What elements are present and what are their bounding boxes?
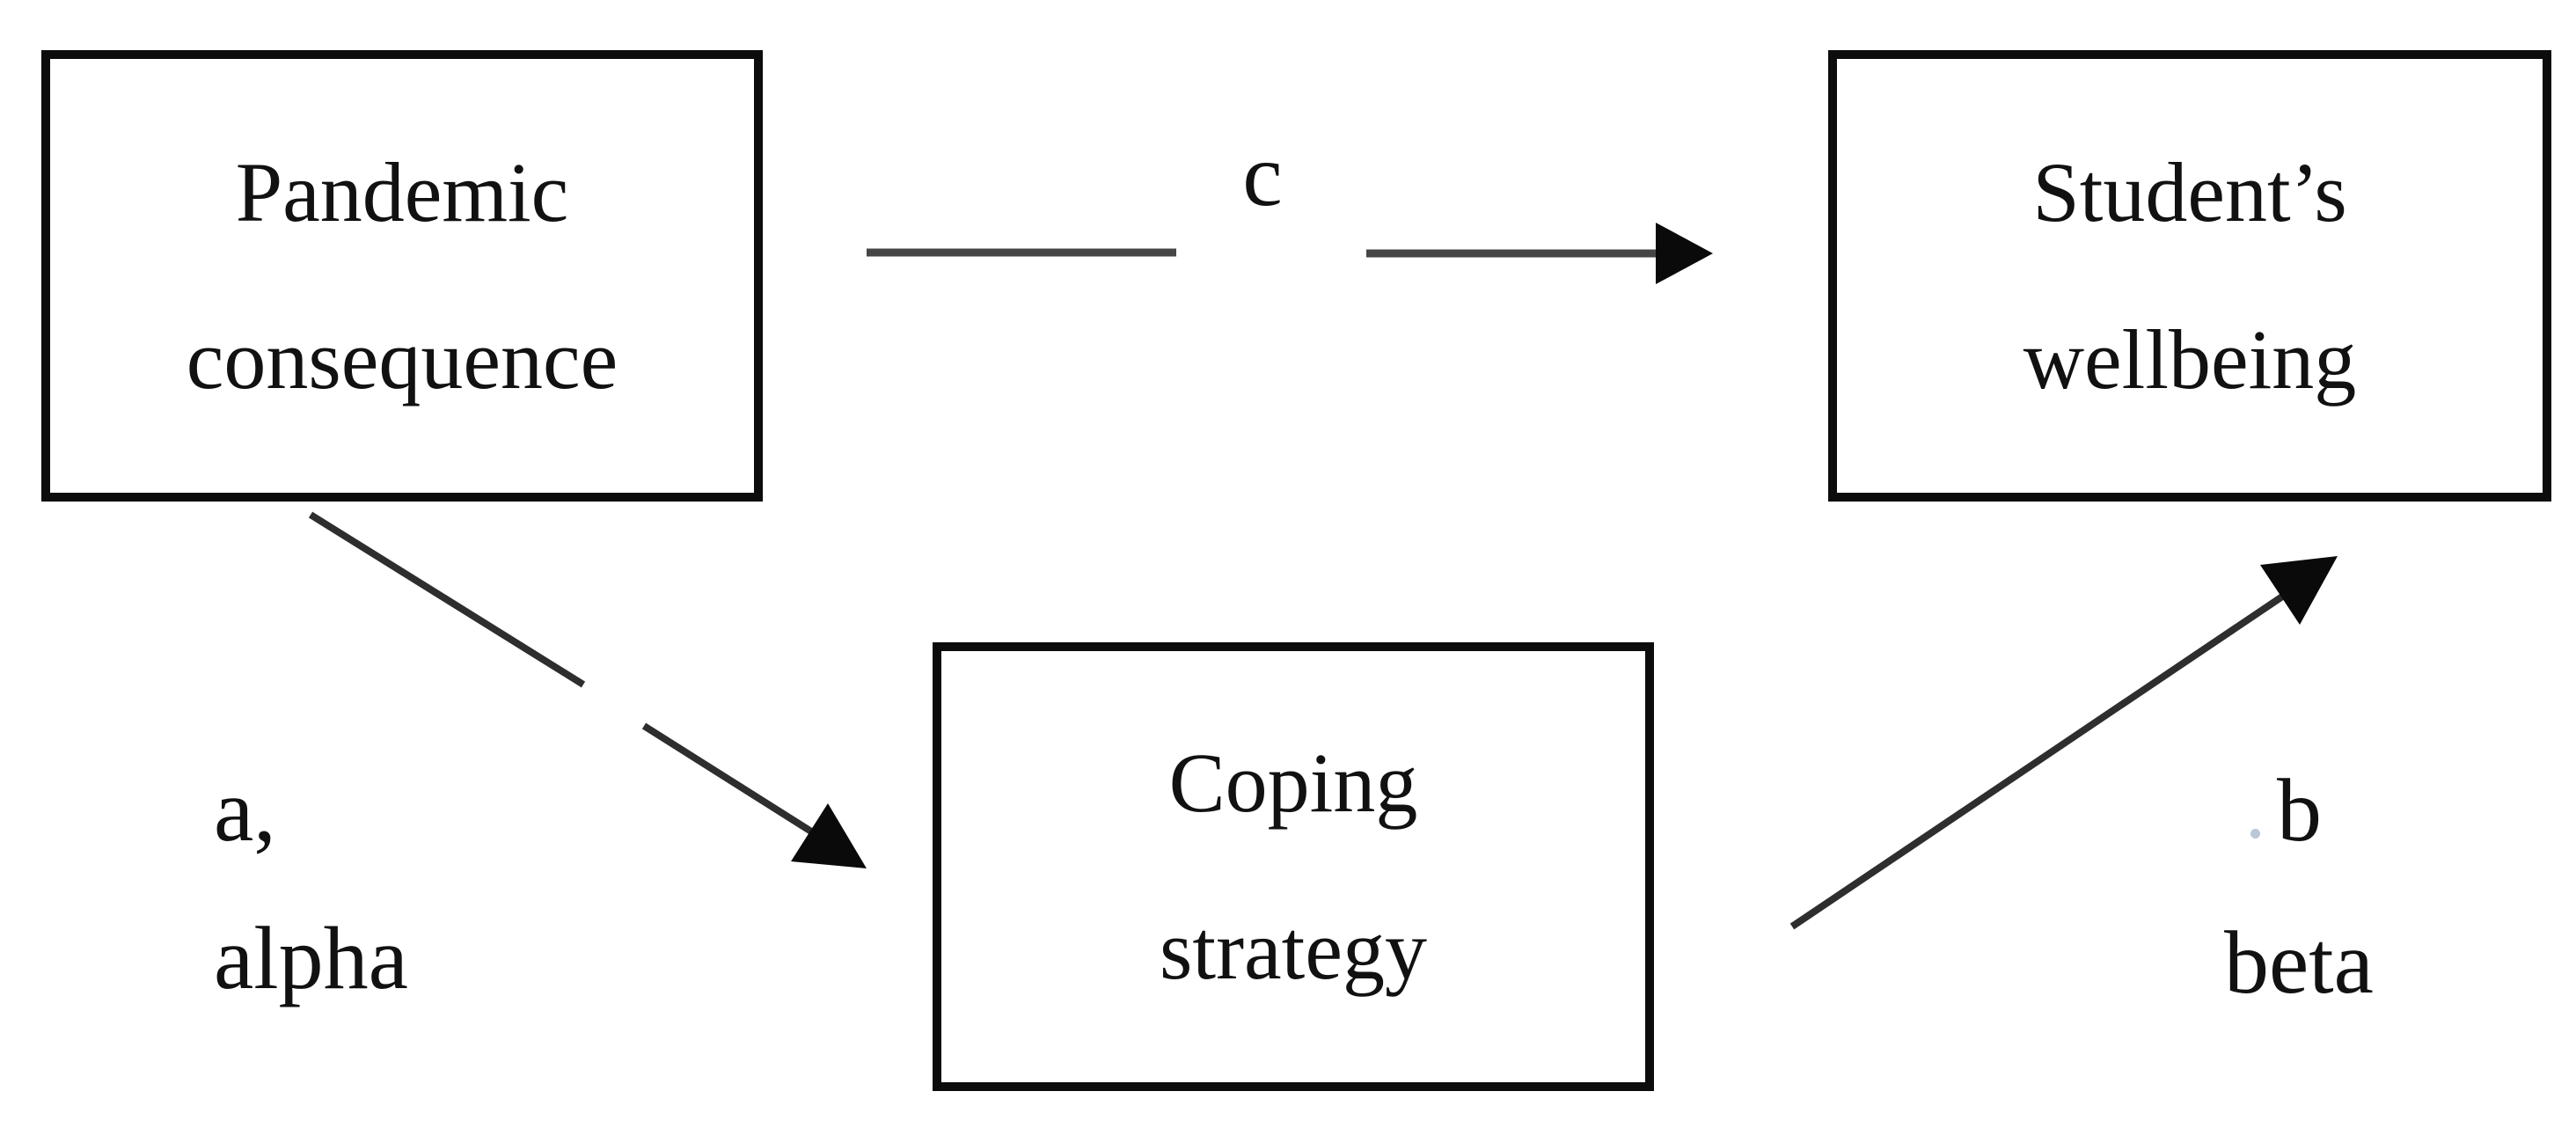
box-pandemic-line1: Pandemic — [235, 144, 569, 239]
path-b-arrowhead — [2260, 556, 2338, 625]
box-student-line2: wellbeing — [2023, 311, 2357, 407]
stray-dot — [2250, 829, 2260, 839]
label-path-c: c — [1242, 126, 1283, 225]
box-students-wellbeing: Student’s wellbeing — [1828, 50, 2551, 502]
path-a-segment-2 — [641, 722, 821, 839]
path-a-arrowhead — [791, 803, 867, 868]
box-pandemic-consequence: Pandemic consequence — [41, 50, 763, 502]
path-b-line — [1789, 586, 2295, 930]
box-coping-line2: strategy — [1160, 903, 1427, 997]
box-student-line1: Student’s — [2032, 144, 2347, 239]
box-coping-line1: Coping — [1168, 736, 1418, 830]
box-coping-strategy: Coping strategy — [933, 642, 1654, 1091]
label-path-a-name: alpha — [214, 909, 408, 1008]
path-c-arrowhead — [1656, 223, 1713, 284]
box-pandemic-line2: consequence — [186, 311, 618, 407]
label-path-a-coefficient: a, — [214, 761, 276, 861]
label-path-b-name: beta — [2224, 913, 2374, 1013]
path-a-segment-1 — [308, 511, 586, 688]
label-path-b-coefficient: b — [2277, 761, 2322, 861]
